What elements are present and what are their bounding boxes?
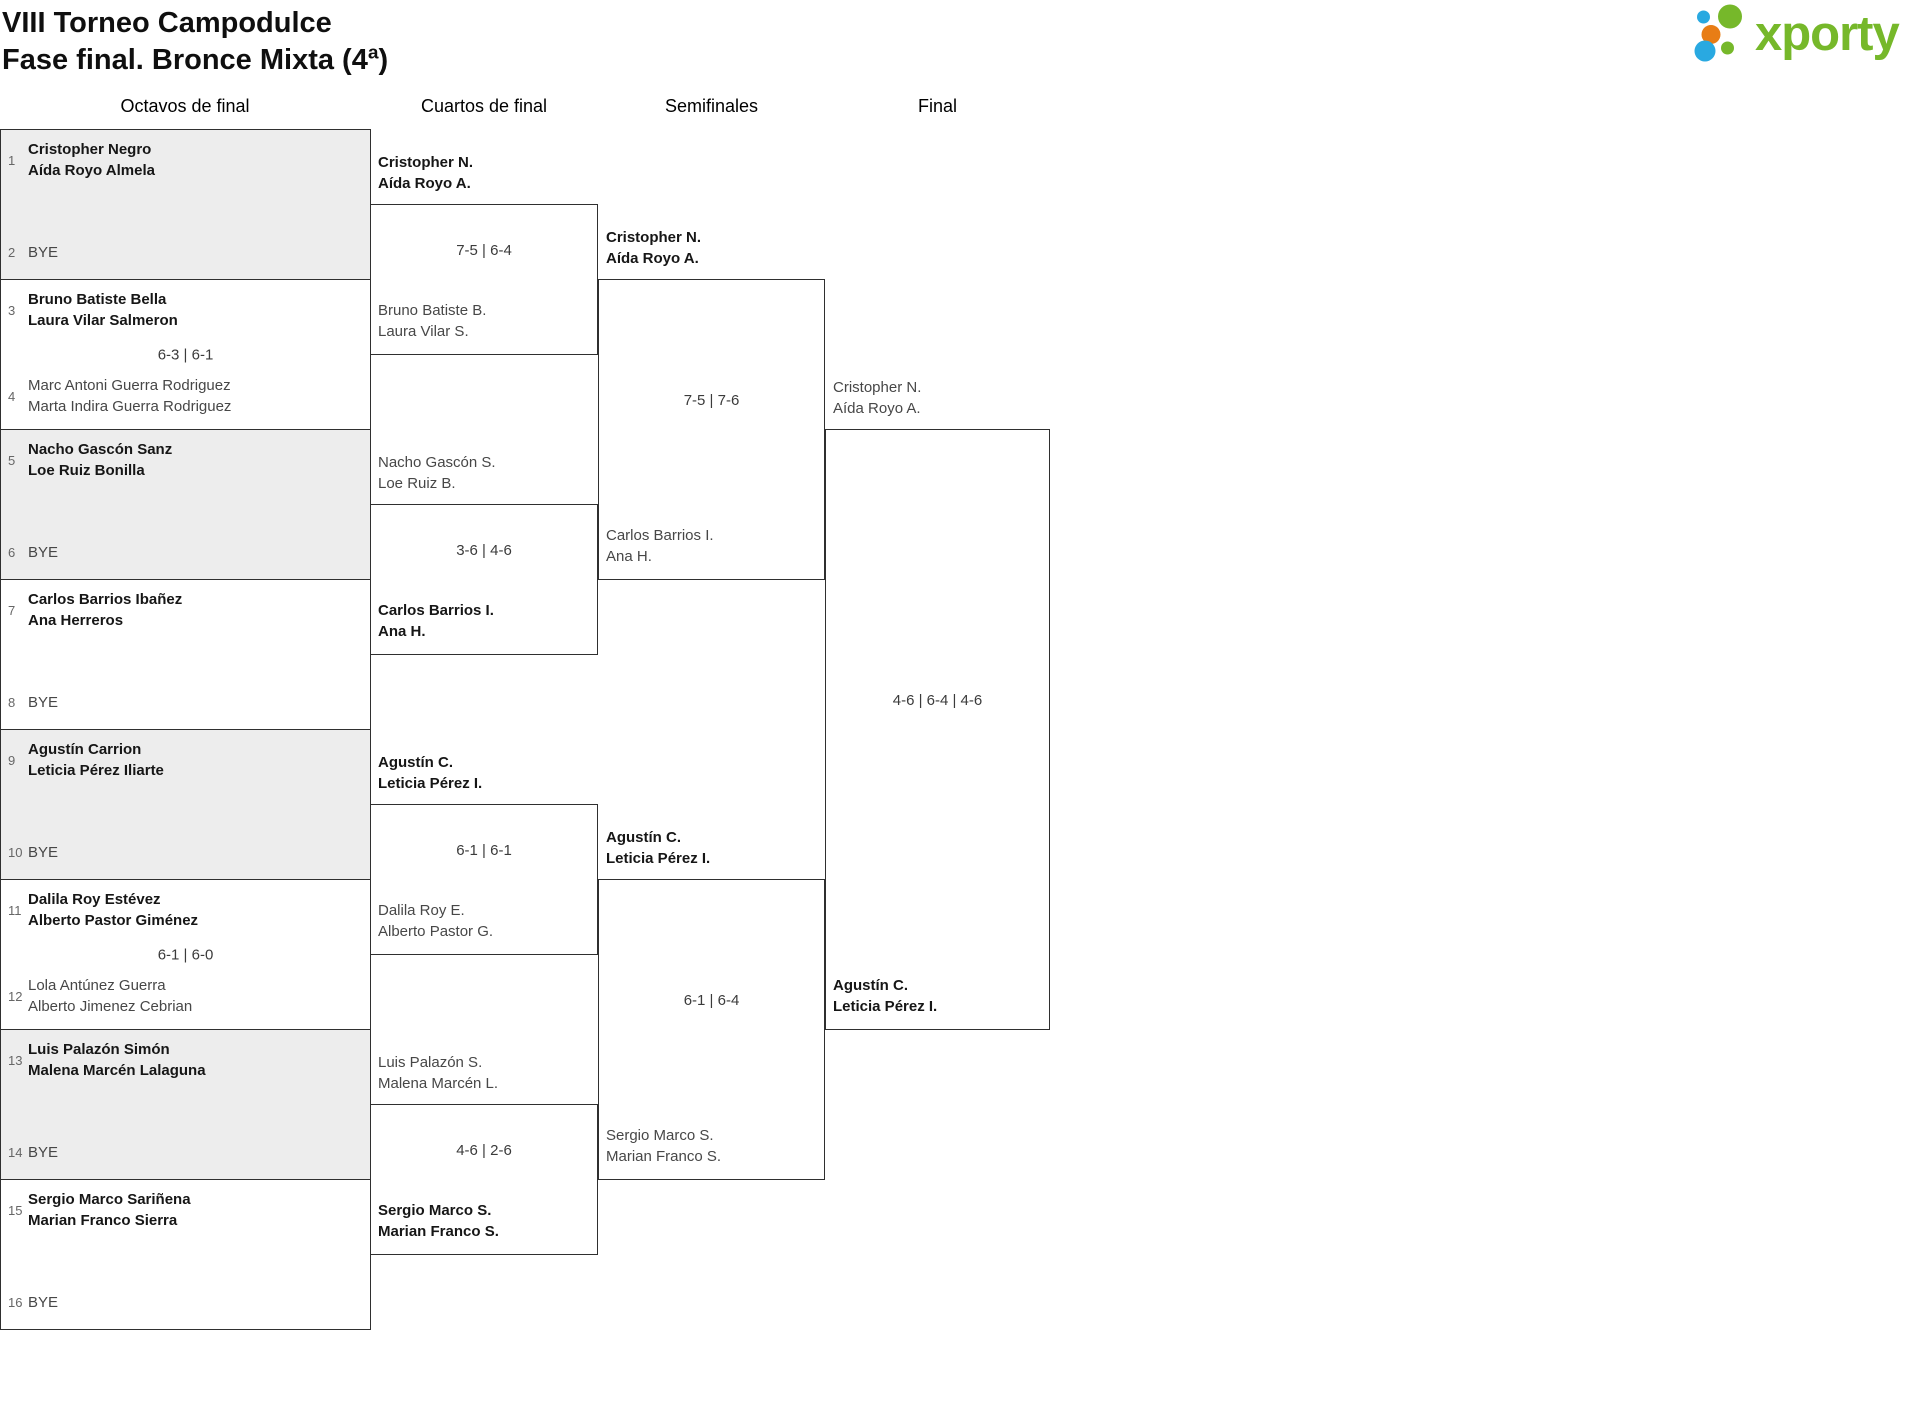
semifinal-2-box — [598, 879, 825, 1180]
seed-number: 13 — [8, 1052, 23, 1068]
semifinal-2-score: 6-1 | 6-4 — [683, 992, 740, 1009]
round-header-cuartos: Cuartos de final — [420, 96, 548, 116]
match-score: 6-1 | 6-0 — [157, 946, 214, 963]
cuartos-match-1-team-a: Cristopher N.Aída Royo A. — [378, 154, 474, 192]
bye-label: BYE — [28, 544, 59, 561]
seed-number: 4 — [8, 388, 16, 404]
seed-number: 7 — [8, 602, 16, 618]
seed-number: 12 — [8, 988, 23, 1004]
final-team-b: Agustín C.Leticia Pérez I. — [833, 977, 938, 1015]
team-slot-14: 14 BYE — [1, 1142, 370, 1163]
seed-number: 16 — [8, 1295, 23, 1310]
cuartos-match-1-team-b: Bruno Batiste B.Laura Vilar S. — [378, 302, 487, 340]
seed-number: 15 — [8, 1202, 23, 1218]
final-score: 4-6 | 6-4 | 4-6 — [892, 692, 983, 709]
cuartos-match-1-score: 7-5 | 6-4 — [456, 242, 512, 259]
semifinal-1-box — [598, 279, 825, 580]
cuartos-match-4-team-a: Luis Palazón S.Malena Marcén L. — [378, 1054, 499, 1092]
seed-number: 9 — [8, 752, 16, 768]
team-slot-6: 6 BYE — [1, 542, 370, 563]
seed-number: 5 — [8, 452, 16, 468]
semifinal-2-team-b: Sergio Marco S.Marian Franco S. — [606, 1127, 722, 1165]
seed-number: 6 — [8, 545, 16, 560]
cuartos-match-3-box — [370, 804, 598, 955]
phase-name: Fase final. Bronce Mixta (4ª) — [2, 44, 389, 76]
bye-label: BYE — [28, 244, 59, 261]
final-box — [825, 429, 1050, 1030]
team-slot-16: 16 BYE — [1, 1292, 370, 1313]
cuartos-match-1-box — [370, 204, 598, 355]
seed-number: 10 — [8, 845, 23, 860]
page-title: VIII Torneo Campodulce Fase final. Bronc… — [2, 5, 388, 79]
cuartos-match-4-score: 4-6 | 2-6 — [456, 1142, 512, 1159]
cuartos-match-3-score: 6-1 | 6-1 — [456, 842, 512, 859]
team-slot-2: 2 BYE — [1, 242, 370, 263]
seed-number: 2 — [8, 245, 16, 260]
cuartos-match-2-team-b: Carlos Barrios I.Ana H. — [378, 602, 494, 640]
semifinal-1-team-b: Carlos Barrios I.Ana H. — [606, 527, 714, 565]
cuartos-match-4-team-b: Sergio Marco S.Marian Franco S. — [378, 1202, 499, 1240]
cuartos-match-3-team-b: Dalila Roy E.Alberto Pastor G. — [378, 902, 494, 940]
round-header-semifinales: Semifinales — [664, 96, 759, 116]
semifinal-1-score: 7-5 | 7-6 — [683, 392, 740, 409]
match-score: 6-3 | 6-1 — [157, 346, 214, 363]
cuartos-match-4-box — [370, 1104, 598, 1255]
xporty-wordmark: xporty — [1755, 7, 1900, 61]
bye-label: BYE — [28, 844, 59, 861]
cuartos-match-2-score: 3-6 | 4-6 — [456, 542, 512, 559]
tournament-name: VIII Torneo Campodulce — [2, 7, 332, 39]
semifinal-2-team-a: Agustín C.Leticia Pérez I. — [606, 829, 711, 867]
semifinal-1-team-a: Cristopher N.Aída Royo A. — [606, 229, 702, 267]
bye-label: BYE — [28, 1294, 59, 1311]
bye-label: BYE — [28, 694, 59, 711]
cuartos-match-3-team-a: Agustín C.Leticia Pérez I. — [378, 754, 483, 792]
seed-number: 1 — [8, 152, 16, 168]
round-header-final: Final — [917, 96, 957, 116]
seed-number: 14 — [8, 1145, 23, 1160]
cuartos-match-2-team-a: Nacho Gascón S.Loe Ruiz B. — [378, 454, 496, 492]
seed-number: 3 — [8, 302, 16, 318]
round-header-octavos: Octavos de final — [120, 96, 250, 116]
cuartos-match-2-box — [370, 504, 598, 655]
seed-number: 11 — [8, 902, 22, 918]
team-slot-10: 10 BYE — [1, 842, 370, 863]
xporty-logo: xporty — [1693, 4, 1900, 64]
xporty-dots-icon — [1694, 4, 1742, 62]
bye-label: BYE — [28, 1144, 59, 1161]
final-team-a: Cristopher N.Aída Royo A. — [833, 379, 922, 417]
seed-number: 8 — [8, 695, 16, 710]
team-slot-8: 8 BYE — [1, 692, 370, 713]
